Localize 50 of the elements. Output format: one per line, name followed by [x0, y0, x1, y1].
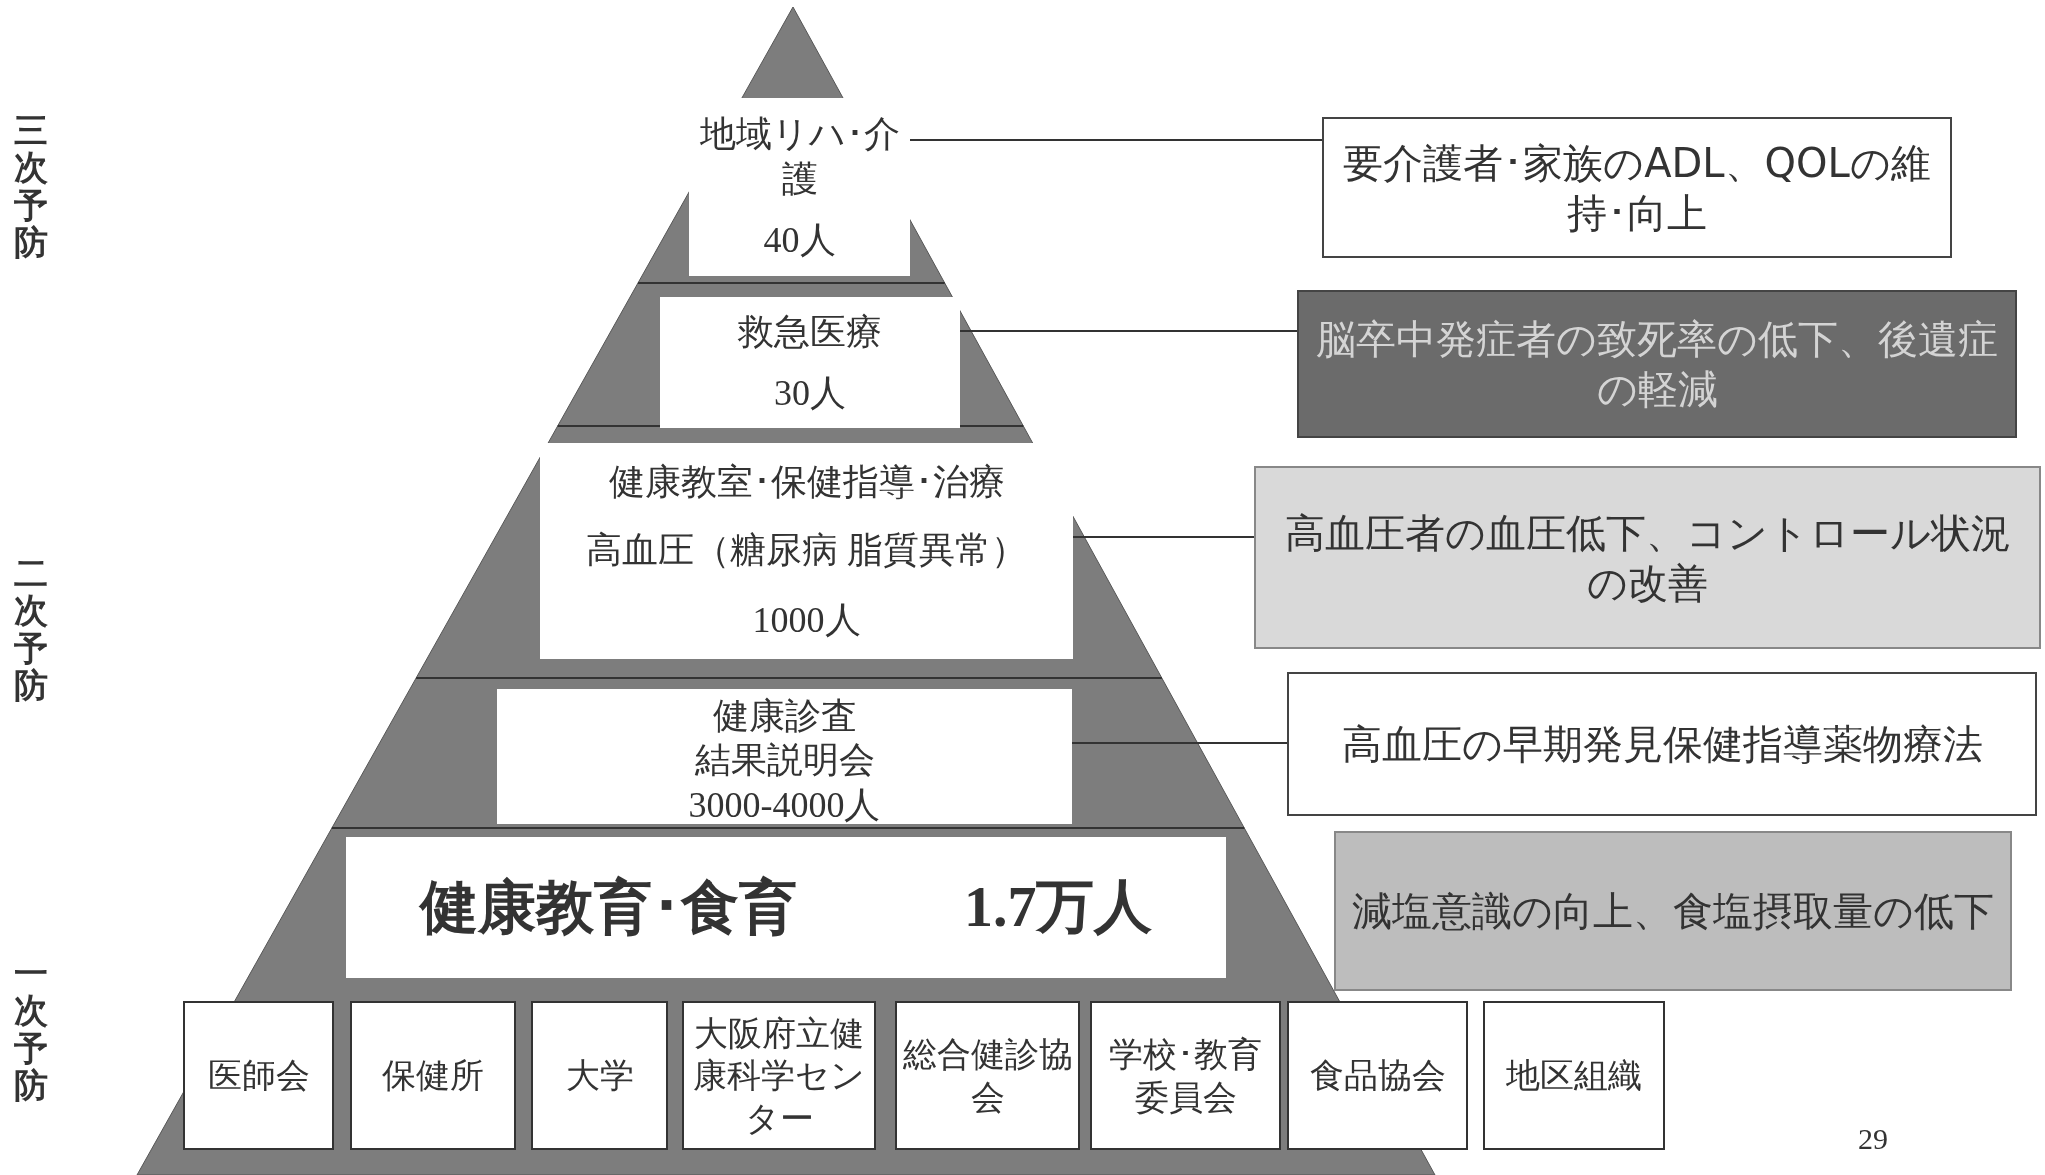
node-text: 地区組織 [1506, 1054, 1642, 1097]
connector-line [1071, 742, 1288, 744]
node-text: 医師会 [207, 1054, 310, 1097]
node-text: 高血圧者の血圧低下、コントロール状況の改善 [1283, 508, 2012, 608]
node-text: 3000-4000人 [688, 784, 881, 827]
node-text: 結果説明会 [694, 739, 875, 782]
connector-line [909, 139, 1323, 141]
organization-box [1483, 1001, 1665, 1150]
organization-box [895, 1001, 1080, 1150]
goal-box [1297, 290, 2017, 438]
tier-box [540, 443, 1073, 659]
node-text: 1000人 [752, 598, 861, 642]
goal-box [1254, 466, 2041, 649]
organization-box [682, 1001, 876, 1150]
node-text: 減塩意識の向上、食塩摂取量の低下 [1352, 887, 1994, 936]
node-text: 食品協会 [1309, 1054, 1446, 1097]
node-text: 高血圧（糖尿病 脂質異常） [586, 529, 1027, 573]
node-text: 30人 [774, 371, 846, 415]
connector-line [1072, 536, 1255, 538]
tier-box [346, 837, 1226, 978]
organization-box [1090, 1001, 1281, 1150]
node-text: 総合健診協会 [901, 1033, 1074, 1118]
prevention-level-label: 三次予防 [14, 112, 48, 262]
prevention-level-label: 二次予防 [14, 555, 48, 705]
goal-box [1287, 672, 2037, 816]
prevention-level-label: 一次予防 [14, 955, 48, 1105]
node-text: 大学 [565, 1054, 634, 1097]
node-text: 高血圧の早期発見保健指導薬物療法 [1341, 720, 1983, 769]
node-text: 40人 [763, 219, 836, 263]
node-text: 保健所 [382, 1054, 484, 1097]
organization-box [350, 1001, 516, 1150]
goal-box [1322, 117, 1952, 258]
node-text: 地域リハ･介護 [699, 111, 900, 201]
node-text: 要介護者･家族のADL、QOLの維持･向上 [1342, 138, 1932, 238]
goal-box [1334, 831, 2012, 991]
connector-line [959, 330, 1298, 332]
node-text: 健康教室･保健指導･治療 [608, 460, 1005, 505]
node-text: 脳卒中発症者の致死率の低下、後遺症の軽減 [1315, 315, 1999, 414]
tier-box [497, 689, 1072, 824]
node-text: 健康診査 [712, 694, 857, 738]
node-text: 健康教育･食育 [419, 872, 797, 944]
node-text: 大阪府立健康科学センター [692, 1011, 866, 1140]
tier-box [660, 297, 960, 428]
node-text: 学校･教育委員会 [1108, 1033, 1263, 1118]
node-text: 救急医療 [738, 310, 882, 355]
node-text: 1.7万人 [963, 873, 1153, 942]
organization-box [1287, 1001, 1468, 1150]
page-number: 29 [1858, 1122, 1888, 1156]
organization-box [531, 1001, 668, 1150]
organization-box [183, 1001, 334, 1150]
